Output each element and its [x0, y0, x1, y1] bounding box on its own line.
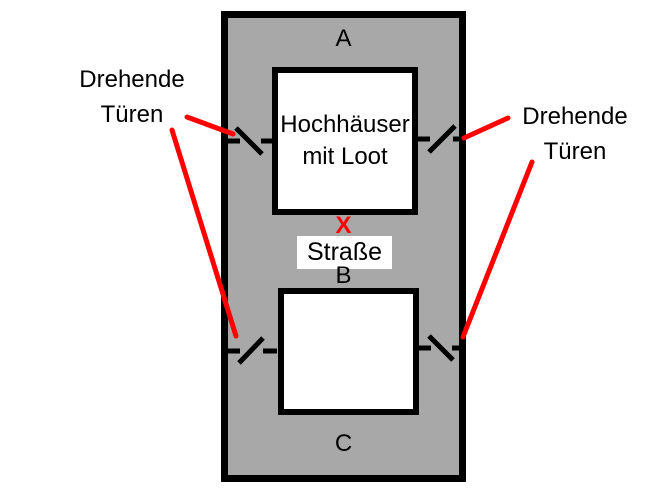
- caption-revolving-doors-right: Drehende Türen: [522, 103, 628, 165]
- zone-label-c: C: [334, 430, 353, 457]
- street-label-text: Straße: [306, 238, 383, 266]
- upper-room-loot: Hochhäuser mit Loot: [272, 67, 418, 215]
- zone-label-b: B: [335, 262, 352, 289]
- zone-label-a: A: [335, 25, 352, 52]
- street-label: Straße: [297, 236, 392, 269]
- lower-room: [278, 288, 419, 415]
- x-marker: X: [335, 212, 352, 239]
- callout-line-right-to-lower-door: [460, 159, 535, 340]
- upper-room-label: Hochhäuser mit Loot: [280, 111, 410, 170]
- caption-revolving-doors-left: Drehende Türen: [79, 66, 185, 128]
